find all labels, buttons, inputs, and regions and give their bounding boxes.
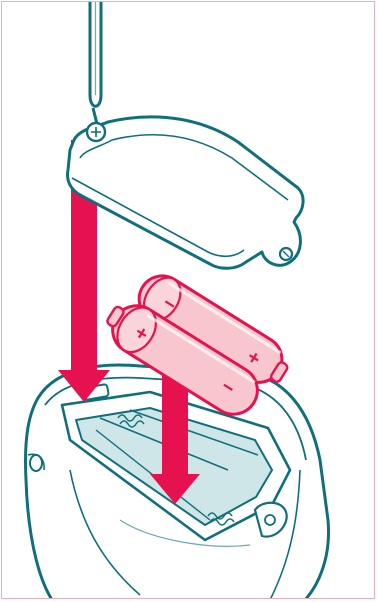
screwdriver-icon <box>90 0 101 128</box>
battery-cover <box>68 117 304 268</box>
